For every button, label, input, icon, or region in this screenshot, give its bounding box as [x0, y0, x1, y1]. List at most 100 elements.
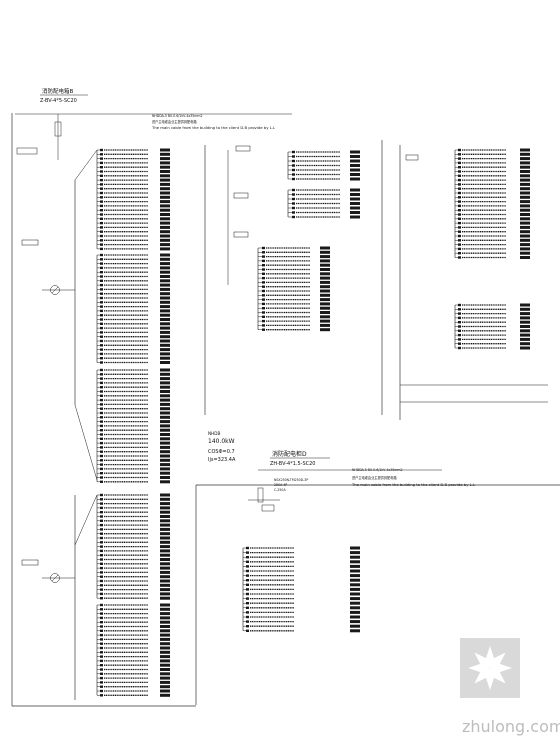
circuit-row: [97, 326, 170, 330]
circuit-row: [97, 685, 170, 689]
circuit-row: [288, 177, 360, 181]
circuit-row: [288, 202, 360, 205]
circuit-label-block: [160, 385, 170, 389]
circuit-row: [97, 257, 170, 261]
circuit-breaker-mark: [246, 588, 249, 591]
circuit-breaker-mark: [292, 215, 295, 219]
circuit-row: [243, 551, 360, 555]
circuit-breaker-mark: [458, 196, 461, 199]
circuit-breaker-mark: [100, 221, 103, 225]
circuit-row: [97, 352, 170, 356]
circuit-label-block: [160, 493, 170, 497]
circuit-breaker-mark: [100, 296, 103, 300]
circuit-label-block: [520, 174, 530, 178]
circuit-breaker-mark: [292, 173, 295, 176]
circuit-breaker-mark: [246, 579, 249, 582]
circuit-label-block: [160, 668, 170, 671]
circuit-label-block: [160, 361, 170, 364]
circuit-breaker-mark: [100, 174, 103, 177]
circuit-breaker-mark: [262, 276, 265, 280]
circuit-label-block: [320, 255, 330, 259]
circuit-label-block: [160, 441, 170, 445]
circuit-label-block: [160, 693, 170, 697]
panel-a-tag-box-2: [21, 559, 39, 566]
circuit-label-block: [350, 202, 360, 205]
circuit-breaker-mark: [246, 597, 249, 600]
circuit-row: [97, 519, 170, 523]
circuit-breaker-mark: [100, 191, 103, 195]
circuit-label-block: [350, 597, 360, 601]
circuit-breaker-mark: [458, 204, 461, 208]
circuit-label-block: [160, 348, 170, 352]
circuit-breaker-mark: [458, 308, 461, 311]
middle-tag-box: [235, 145, 251, 152]
circuit-breaker-mark: [246, 620, 249, 623]
circuit-label-block: [160, 204, 170, 208]
circuit-label-block: [160, 322, 170, 326]
circuit-row: [97, 607, 170, 611]
circuit-label-block: [350, 610, 360, 614]
circuit-label-block: [320, 280, 330, 284]
circuit-row: [97, 343, 170, 347]
circuit-label-block: [320, 272, 330, 276]
circuit-label-block: [350, 601, 360, 605]
circuit-breaker-mark: [100, 258, 103, 261]
circuit-breaker-mark: [100, 467, 103, 471]
circuit-row: [97, 650, 170, 654]
circuit-label-block: [160, 424, 170, 428]
panel-b-tag: NHDB: [208, 431, 221, 436]
circuit-label-block: [520, 187, 530, 191]
circuit-label-block: [520, 217, 530, 221]
panel-b-meter-box: [261, 504, 275, 512]
circuit-label-block: [160, 318, 170, 321]
circuit-row: [258, 306, 330, 310]
ats-switch-icon: [50, 285, 60, 295]
circuit-row: [97, 680, 170, 684]
circuit-label-block: [160, 377, 170, 381]
circuit-breaker-mark: [100, 612, 103, 615]
circuit-breaker-mark: [292, 202, 295, 205]
circuit-row: [258, 280, 330, 284]
panel-b-current: Ijs=323.4A: [208, 457, 236, 463]
circuit-label-block: [520, 316, 530, 320]
circuit-breaker-mark: [100, 196, 103, 199]
circuit-breaker-mark: [100, 271, 103, 274]
sheet-frame: [11, 113, 560, 707]
circuit-label-block: [160, 343, 170, 347]
circuit-label-block: [160, 536, 170, 540]
circuit-label-block: [160, 368, 170, 372]
circuit-label-block: [320, 298, 330, 302]
circuit-breaker-mark: [262, 285, 265, 288]
circuit-row: [455, 329, 530, 333]
circuit-breaker-mark: [100, 377, 103, 380]
circuit-breaker-mark: [100, 305, 103, 308]
circuit-breaker-mark: [246, 569, 249, 573]
circuit-row: [258, 255, 330, 259]
circuit-row: [97, 287, 170, 291]
circuit-label-block: [160, 195, 170, 199]
circuit-label-block: [160, 592, 170, 596]
circuit-label-block: [350, 564, 360, 568]
circuit-breaker-mark: [100, 204, 103, 208]
circuit-row: [97, 596, 170, 600]
circuit-label-block: [160, 270, 170, 274]
circuit-row: [97, 689, 170, 693]
circuit-row: [97, 170, 170, 173]
circuit-label-block: [350, 546, 360, 550]
circuit-breaker-mark: [458, 316, 461, 320]
circuit-breaker-mark: [100, 629, 103, 632]
circuit-breaker-mark: [100, 472, 103, 475]
circuit-breaker-mark: [292, 188, 295, 192]
circuit-breaker-mark: [458, 166, 461, 169]
panel-a-title: 消防配电箱B: [42, 87, 74, 95]
circuit-row: [97, 266, 170, 270]
circuit-row: [97, 318, 170, 321]
circuit-label-block: [350, 624, 360, 628]
circuit-label-block: [160, 433, 170, 436]
circuit-label-block: [160, 165, 170, 169]
circuit-breaker-mark: [458, 161, 461, 165]
circuit-row: [97, 566, 170, 570]
circuit-row: [455, 213, 530, 216]
circuit-label-block: [350, 583, 360, 587]
circuit-label-block: [160, 157, 170, 161]
